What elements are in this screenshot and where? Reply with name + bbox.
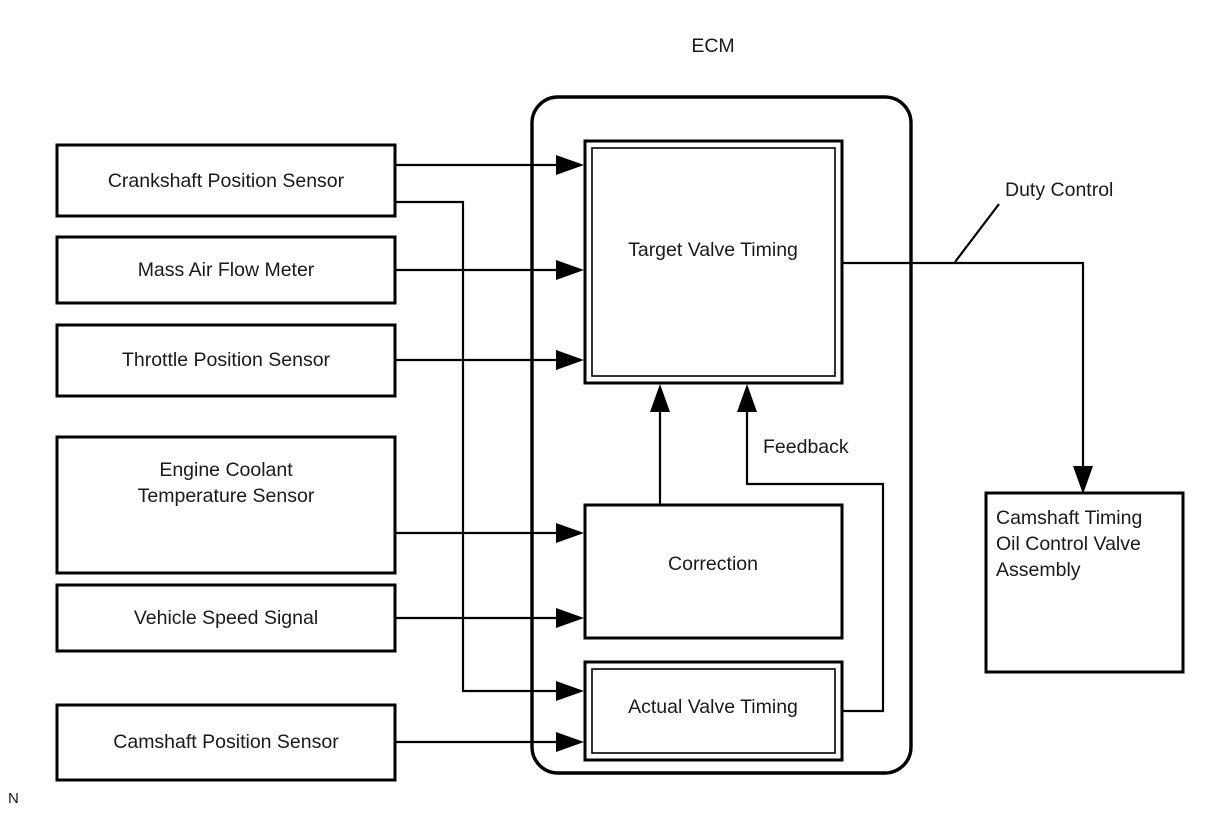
- output-box-camshaft-timing-oil-control-valve-assembly[interactable]: Camshaft Timing Oil Control Valve Assemb…: [984, 491, 1185, 674]
- output-box-label-line3: Assembly: [996, 559, 1081, 581]
- connector-target-to-output-valve: [842, 261, 1085, 482]
- sensor-label-camshaft-position-sensor: Camshaft Position Sensor: [113, 731, 339, 753]
- sensor-box-vehicle-speed-signal-rect: [55, 583, 397, 653]
- sensor-label-throttle-position-sensor: Throttle Position Sensor: [122, 349, 331, 371]
- sensor-box-camshaft-position-sensor-rect: [55, 703, 397, 782]
- sensor-label-crankshaft-position-sensor: Crankshaft Position Sensor: [108, 170, 345, 192]
- arrowhead-tps-to-target: [556, 350, 584, 370]
- output-box-label-line1: Camshaft Timing: [996, 507, 1142, 529]
- annotation-label-feedback: Feedback: [763, 436, 849, 458]
- arrowhead-feedback-to-target: [737, 384, 757, 412]
- arrowhead-crankshaft-to-target: [556, 155, 584, 175]
- sensor-box-camshaft-position-sensor[interactable]: Camshaft Position Sensor: [55, 703, 397, 782]
- connector-group: [395, 155, 1093, 752]
- arrowhead-target-to-output-valve: [1073, 466, 1093, 494]
- sensor-box-crankshaft-position-sensor[interactable]: Crankshaft Position Sensor: [55, 143, 397, 218]
- sensor-box-mass-air-flow-meter[interactable]: Mass Air Flow Meter: [55, 235, 397, 305]
- ecm-block-target-valve-timing-inner-rect: [591, 147, 836, 377]
- connector-crankshaft-to-actual-valve-timing: [395, 200, 572, 693]
- leader-line-duty-control: [954, 203, 1000, 263]
- ecm-block-label-correction: Correction: [668, 553, 758, 575]
- sensor-box-vehicle-speed-signal[interactable]: Vehicle Speed Signal: [55, 583, 397, 653]
- ecm-blocks-group: Target Valve Timing Correction Actual Va…: [583, 139, 844, 762]
- ecm-block-label-actual-valve-timing: Actual Valve Timing: [628, 696, 798, 718]
- ecm-block-actual-valve-timing-inner-rect: [591, 668, 836, 754]
- arrowhead-correction-to-target: [650, 384, 670, 412]
- ecm-block-actual-valve-timing[interactable]: Actual Valve Timing: [583, 660, 844, 762]
- arrowhead-crankshaft-to-actual-valve-timing: [556, 681, 584, 701]
- output-box-label-line2: Oil Control Valve: [996, 533, 1141, 555]
- ecm-block-label-target-valve-timing: Target Valve Timing: [628, 239, 798, 261]
- sensor-label-engine-coolant-temperature-sensor-line1: Engine Coolant: [159, 459, 293, 481]
- arrowhead-cmp-to-actual-valve-timing: [556, 732, 584, 752]
- sensor-label-engine-coolant-temperature-sensor-line2: Temperature Sensor: [138, 485, 315, 507]
- arrowhead-maf-to-target: [556, 260, 584, 280]
- ecm-block-correction[interactable]: Correction: [583, 503, 844, 640]
- label-group: ECM Feedback Duty Control N: [8, 35, 1113, 807]
- output-box-rect: [984, 491, 1185, 674]
- sensor-box-throttle-position-sensor-rect: [55, 323, 397, 398]
- arrowhead-vss-to-correction: [556, 608, 584, 628]
- connector-feedback-actual-to-target: [745, 396, 885, 713]
- sensor-box-engine-coolant-temperature-sensor-rect: [55, 435, 397, 575]
- ecm-block-correction-rect: [583, 503, 844, 640]
- ecm-block-target-valve-timing[interactable]: Target Valve Timing: [583, 139, 844, 385]
- sensor-label-vehicle-speed-signal: Vehicle Speed Signal: [134, 607, 318, 629]
- sensor-box-engine-coolant-temperature-sensor[interactable]: Engine Coolant Temperature Sensor: [55, 435, 397, 575]
- ecm-title-label: ECM: [691, 35, 734, 57]
- input-sensor-group: Crankshaft Position Sensor Mass Air Flow…: [55, 143, 397, 782]
- corner-mark-label: N: [8, 790, 19, 807]
- arrowhead-ect-to-correction: [556, 523, 584, 543]
- sensor-label-mass-air-flow-meter: Mass Air Flow Meter: [138, 259, 315, 281]
- annotation-label-duty-control: Duty Control: [1005, 179, 1113, 201]
- sensor-box-crankshaft-position-sensor-rect: [55, 143, 397, 218]
- sensor-box-throttle-position-sensor[interactable]: Throttle Position Sensor: [55, 323, 397, 398]
- sensor-box-mass-air-flow-meter-rect: [55, 235, 397, 305]
